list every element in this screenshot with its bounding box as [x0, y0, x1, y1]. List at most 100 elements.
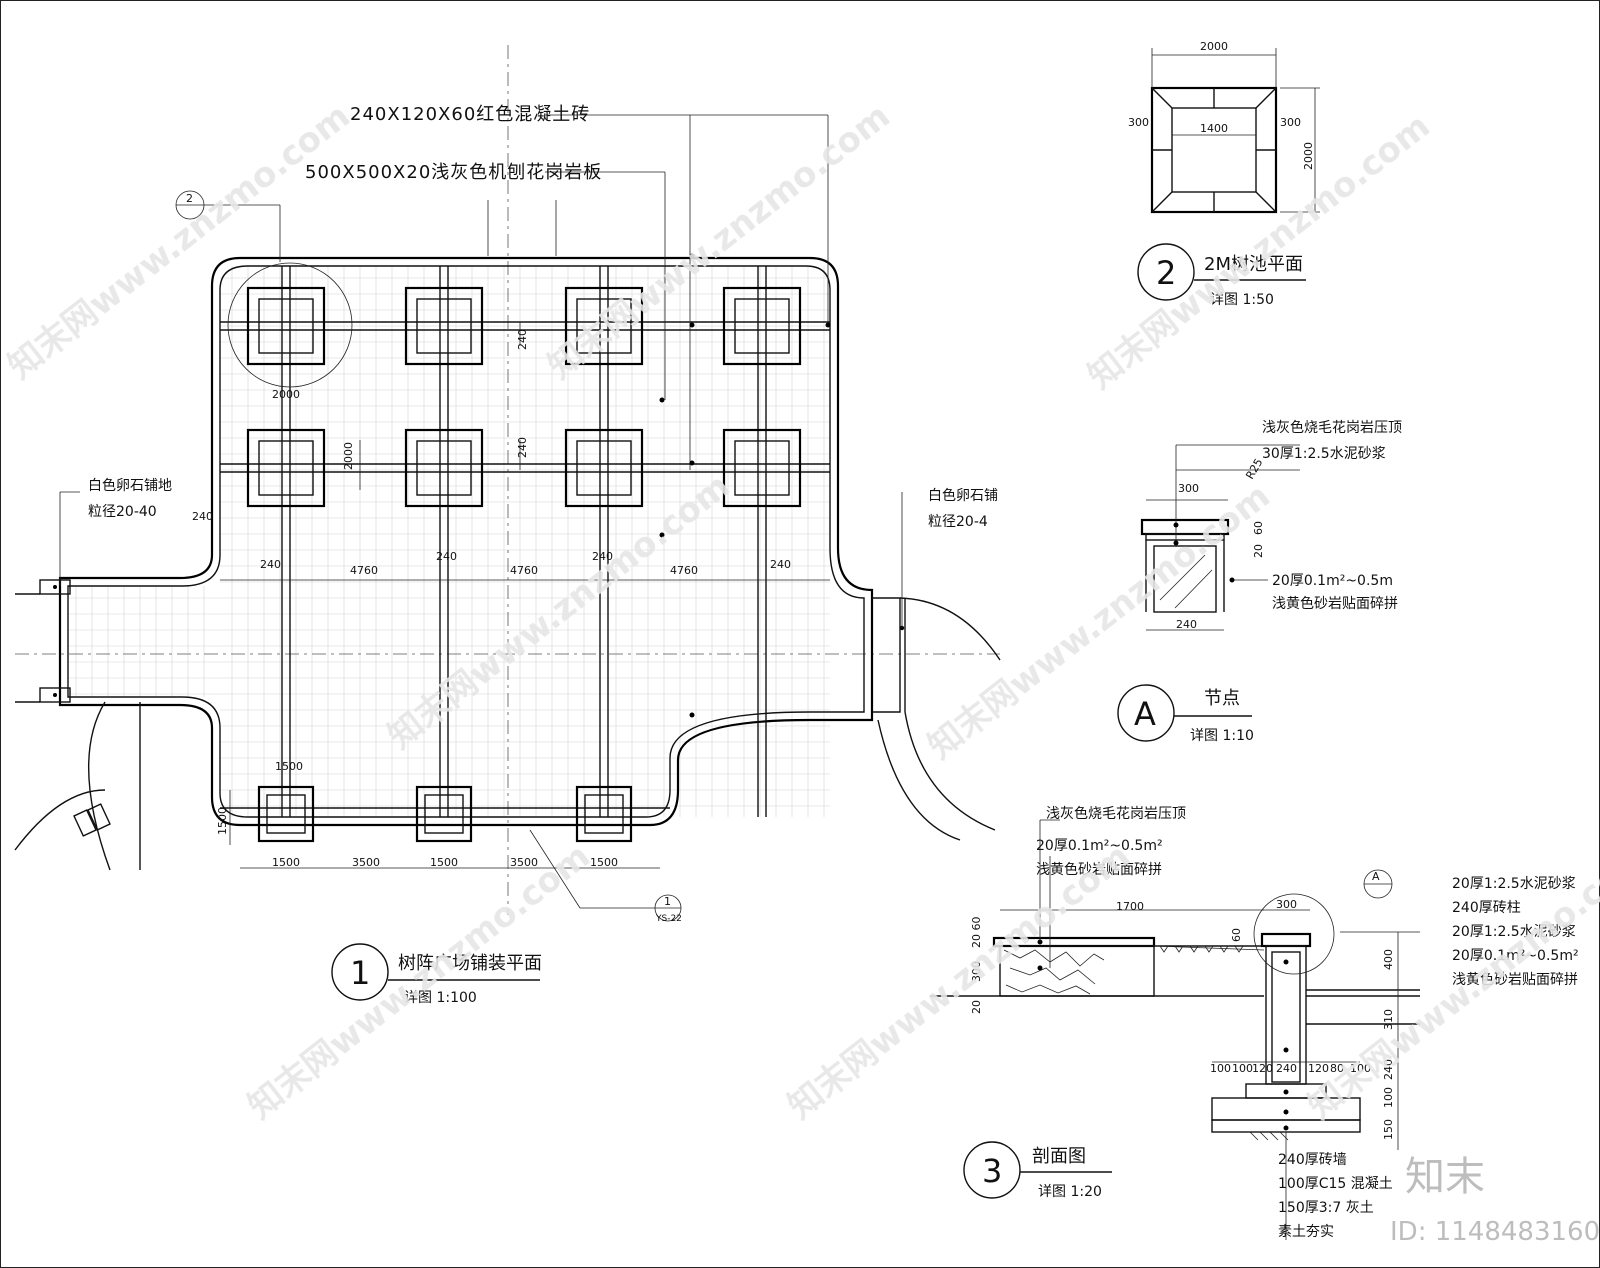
note-pebble-right-2: 粒径20-4: [928, 514, 988, 530]
entrance-left: [14, 579, 141, 871]
section-right-note: 浅黄色砂岩贴面碎拼: [1452, 971, 1578, 988]
dim-3500-b: 3500: [510, 856, 538, 869]
note-pebble-right-1: 白色卵石铺: [928, 487, 998, 504]
title-bubble-1: [331, 943, 389, 1001]
note-granite: 500X500X20浅灰色机刨花岗岩板: [305, 162, 602, 183]
sec-dim-150v: 150: [1382, 1119, 1395, 1140]
tree-pit-large: [246, 286, 326, 366]
nodeA-dim-240: 240: [1176, 618, 1197, 631]
dim-1500-top: 1500: [275, 760, 303, 773]
section-bottom-note: 100厚C15 混凝土: [1278, 1176, 1393, 1192]
pit-dim-right: 300: [1280, 116, 1301, 129]
plan1-title: 树阵广场铺装平面: [398, 953, 542, 974]
section-right-note: 20厚0.1m²~0.5m²: [1452, 948, 1579, 964]
dim-4760-c: 4760: [670, 564, 698, 577]
section3-scale: 详图 1:20: [1038, 1184, 1102, 1200]
plan2-scale: 详图 1:50: [1210, 292, 1274, 308]
dim-4760-a: 4760: [350, 564, 378, 577]
title-num-a: A: [1134, 695, 1156, 733]
sec-dim-240v: 240: [1382, 1059, 1395, 1080]
dim-240-a: 240: [260, 558, 281, 571]
title-num-3: 3: [982, 1152, 1002, 1190]
nodeA-note4: 浅黄色砂岩贴面碎拼: [1272, 595, 1398, 612]
nodeA-note2: 30厚1:2.5水泥砂浆: [1262, 446, 1386, 462]
granite-grid: [68, 266, 830, 817]
tree-pits: [246, 286, 802, 843]
dim-1500-side: 1500: [216, 807, 229, 835]
tree-pit-small: [575, 785, 633, 843]
dim-240-d: 240: [770, 558, 791, 571]
dim-240-vert-b: 240: [516, 437, 529, 458]
section-ref-num: A: [1372, 870, 1380, 883]
section-bottom-note: 240厚砖墙: [1278, 1152, 1347, 1168]
dim-1500-b: 1500: [430, 856, 458, 869]
title-num-1: 1: [350, 954, 370, 992]
plan1-scale: 详图 1:100: [404, 990, 477, 1006]
plaza-boundary-outer: [58, 256, 874, 827]
dim-240-c: 240: [592, 550, 613, 563]
plan2-title: 2M树池平面: [1204, 254, 1303, 275]
sec-dim-300: 300: [1276, 898, 1297, 911]
section-bottom-dim: 240: [1276, 1062, 1297, 1075]
sec-note-top3: 浅黄色砂岩贴面碎拼: [1036, 861, 1162, 878]
note-brick: 240X120X60红色混凝土砖: [350, 104, 590, 125]
tree-pit-large: [404, 286, 484, 366]
pit-dim-side: 2000: [1302, 142, 1315, 170]
section-bottom-dim: 100: [1210, 1062, 1231, 1075]
tree-pit-large: [564, 428, 644, 508]
dim-1500-c: 1500: [590, 856, 618, 869]
section-bottom-dim: 100: [1350, 1062, 1371, 1075]
node-a-detail: 浅灰色烧毛花岗岩压顶 30厚1:2.5水泥砂浆 20厚0.1m²~0.5m 浅黄…: [1117, 419, 1402, 744]
plaza-boundary-inner: [67, 265, 865, 818]
pit-dim-left: 300: [1128, 116, 1149, 129]
leader-lines: [59, 114, 903, 718]
section-right-notes: 20厚1:2.5水泥砂浆240厚砖柱20厚1:2.5水泥砂浆20厚0.1m²~0…: [1452, 876, 1579, 988]
sec-dim-310: 310: [1382, 1009, 1395, 1030]
note-pebble-left-1: 白色卵石铺地: [88, 477, 172, 494]
brick-bands: [220, 266, 830, 817]
sec-note-top2: 20厚0.1m²~0.5m²: [1036, 838, 1163, 854]
dim-2000-pit: 2000: [272, 388, 300, 401]
section-detail: A 浅灰色烧毛花岗岩压顶 20厚0.1m²~0.5m² 浅黄色砂岩贴面碎拼 20…: [930, 805, 1579, 1240]
dimension-lines: [220, 322, 830, 869]
title-bubble-2: [1137, 243, 1195, 301]
paving-plan: 240X120X60红色混凝土砖 500X500X20浅灰色机刨花岗岩板 白色卵…: [14, 45, 1001, 1006]
section-callout-circle: [1253, 893, 1335, 975]
nodeA-note1: 浅灰色烧毛花岗岩压顶: [1262, 419, 1402, 436]
nodeA-dim-300: 300: [1178, 482, 1199, 495]
tree-pit-large: [722, 286, 802, 366]
nodeA-note3: 20厚0.1m²~0.5m: [1272, 573, 1393, 589]
tree-pit-large: [246, 428, 326, 508]
pit-dim-top: 2000: [1200, 40, 1228, 53]
section-bottom-dim: 120: [1308, 1062, 1329, 1075]
sec-dim-left-300: 300: [970, 961, 983, 982]
sec-dim-1700: 1700: [1116, 900, 1144, 913]
title-bubble-a: [1117, 684, 1175, 742]
section-bottom-note: 150厚3:7 灰土: [1278, 1200, 1374, 1216]
sec-dim-left-60: 20 60: [970, 917, 983, 949]
ref-bottom-num: 1: [664, 895, 671, 908]
tree-pit-small: [415, 785, 473, 843]
nodeA-dim-20: 20: [1252, 544, 1265, 558]
section-bottom-dim: 80: [1330, 1062, 1344, 1075]
sec-dim-left-20: 20: [970, 1000, 983, 1014]
dim-240-vert-a: 240: [516, 329, 529, 350]
brand-logo-text: 知末: [1405, 1154, 1485, 1200]
dim-3500-a: 3500: [352, 856, 380, 869]
section-bottom-dim: 100: [1232, 1062, 1253, 1075]
nodeA-title: 节点: [1204, 688, 1240, 709]
tree-pit-large: [564, 286, 644, 366]
tree-pit-plan: 2000 1400 300 300 2000 2 2M树池平面 详图 1:50: [1128, 40, 1320, 308]
section-bottom-note: 素土夯实: [1278, 1224, 1334, 1240]
image-id: ID: 1148483160: [1390, 1217, 1600, 1247]
pit-dim-inner: 1400: [1200, 122, 1228, 135]
section-bottom-dim: 120: [1252, 1062, 1273, 1075]
dim-1500-a: 1500: [272, 856, 300, 869]
title-num-2: 2: [1156, 254, 1176, 292]
section3-title: 剖面图: [1032, 1146, 1086, 1167]
tree-pit-large: [404, 428, 484, 508]
entrance-right: [872, 597, 1001, 841]
sec-note-top1: 浅灰色烧毛花岗岩压顶: [1046, 805, 1186, 822]
